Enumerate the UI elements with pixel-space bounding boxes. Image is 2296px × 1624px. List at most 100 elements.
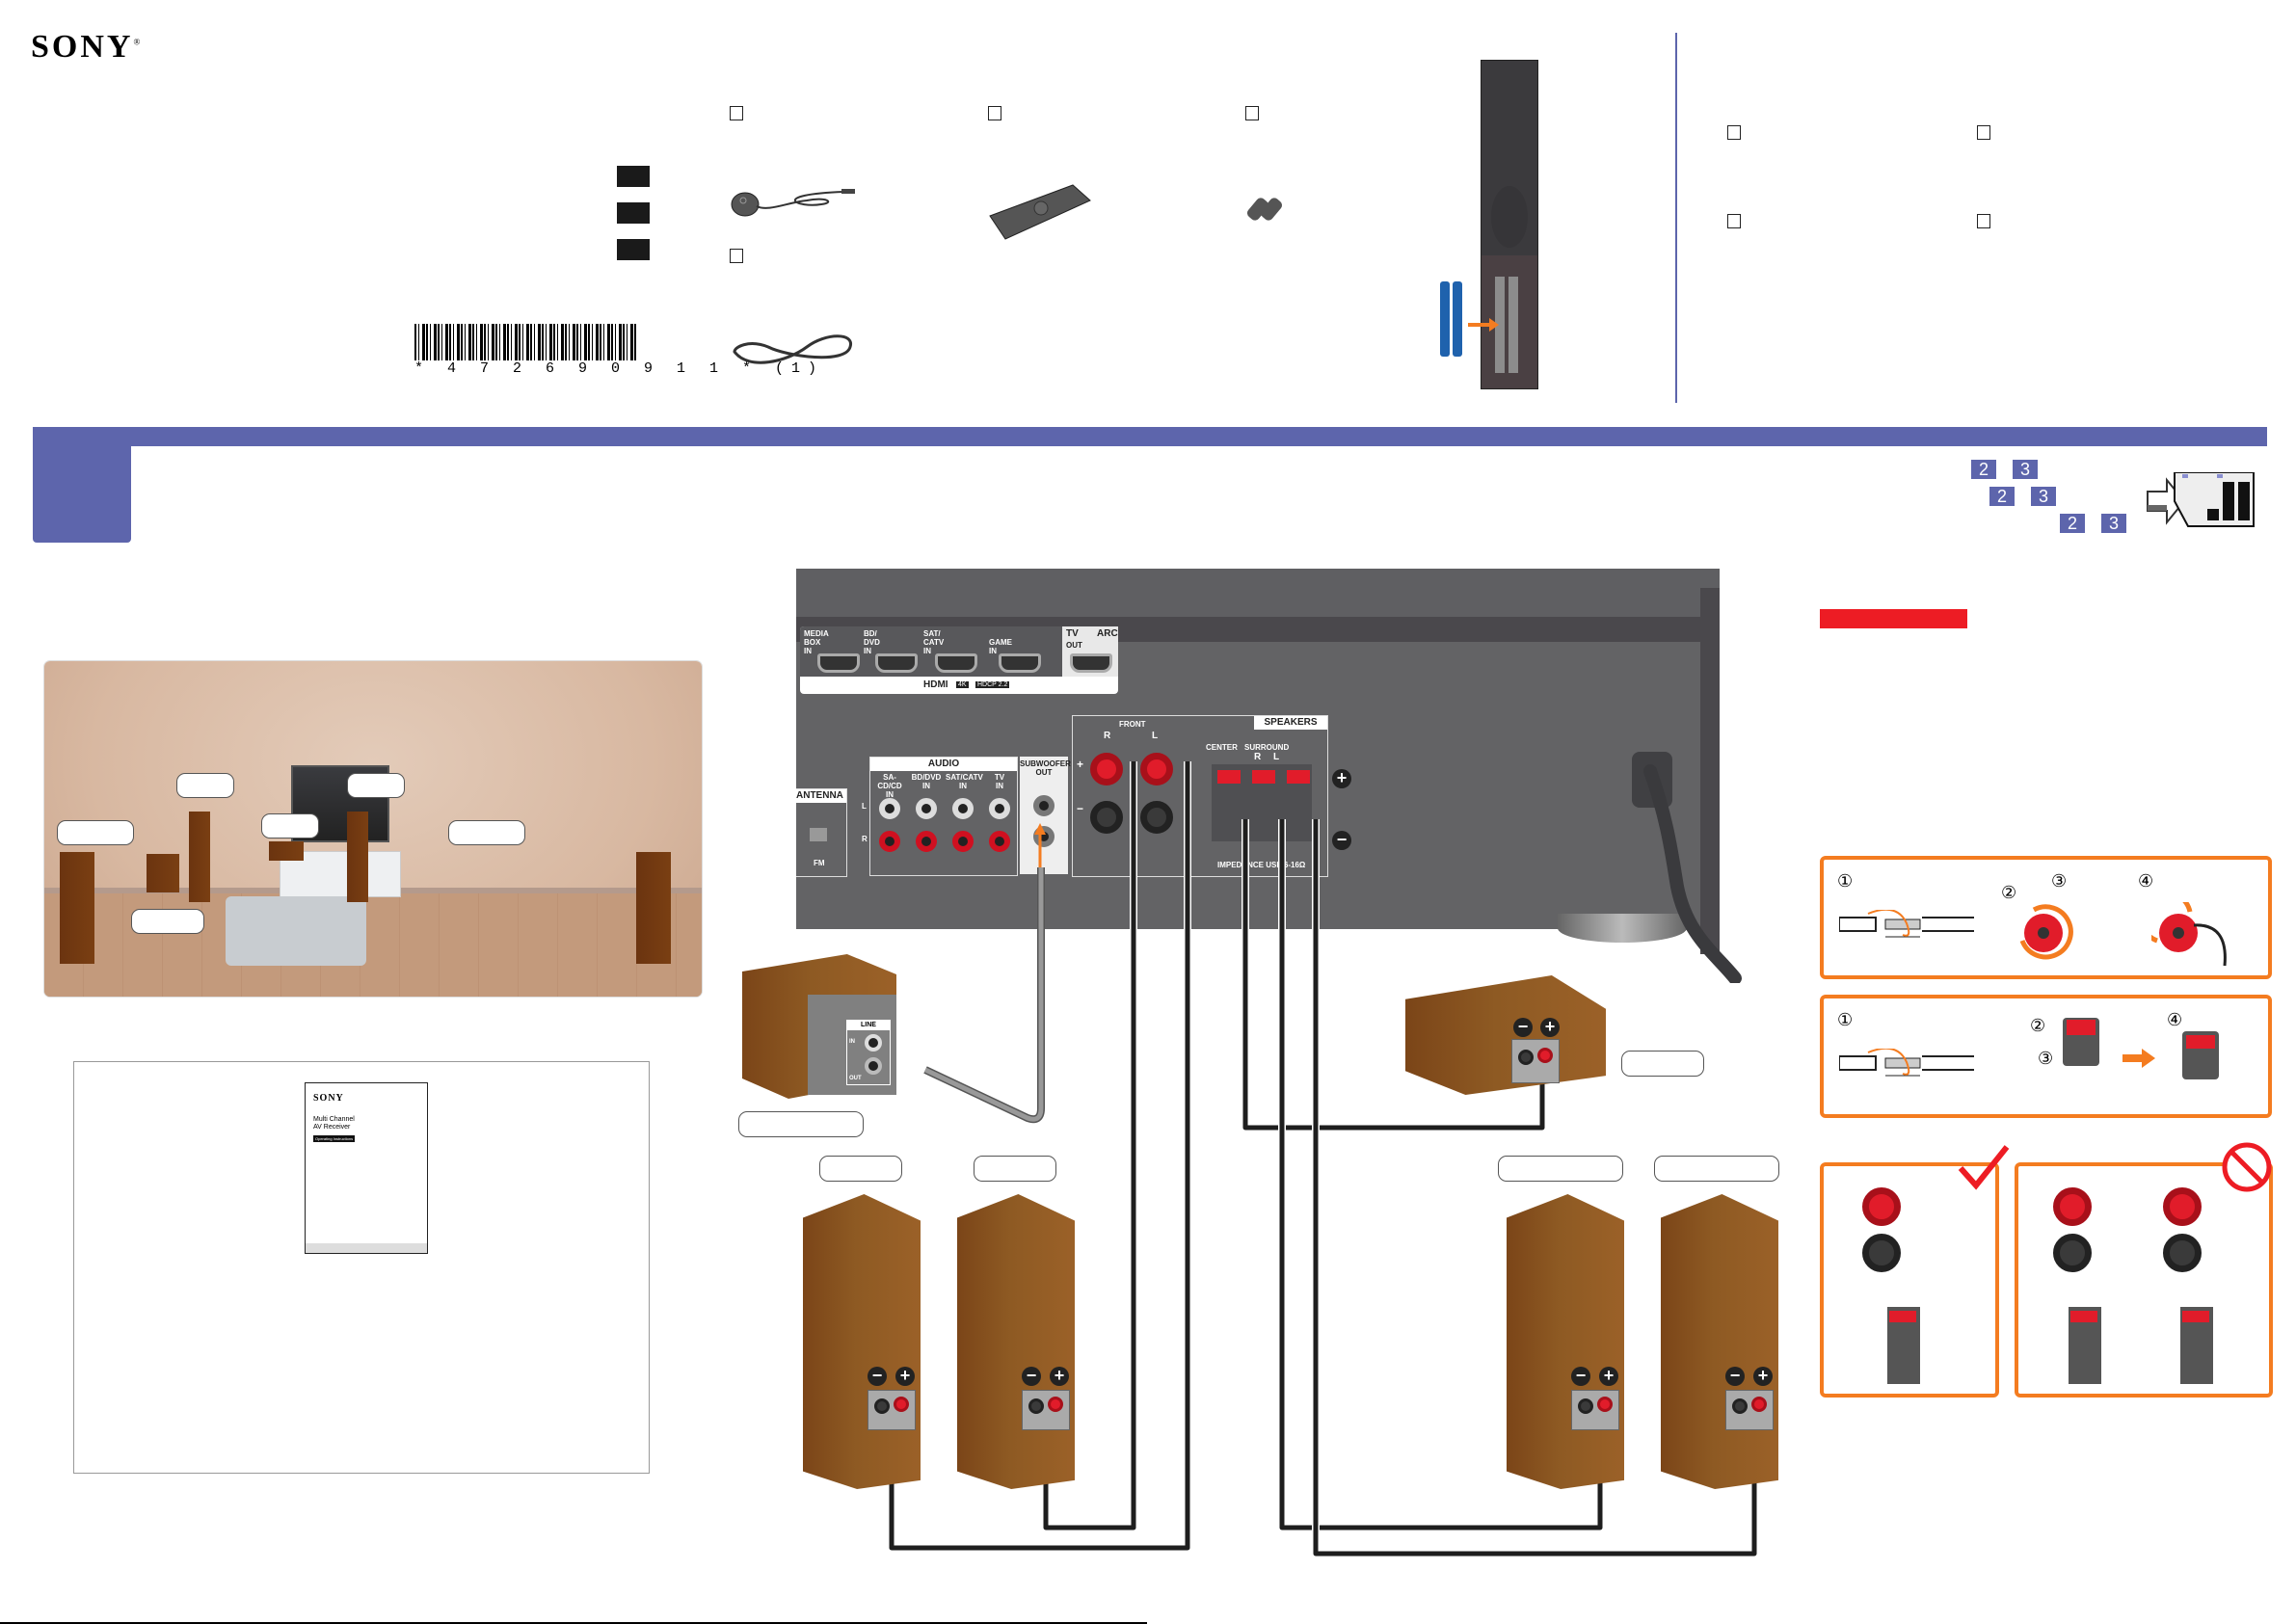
hdmi-port-tv-out[interactable] [1070, 653, 1112, 673]
rca-bddvd-r[interactable] [916, 831, 937, 852]
aaa-battery [1440, 281, 1450, 357]
fm-antenna-wire-icon [730, 328, 865, 376]
binding-post-red [1862, 1187, 1901, 1226]
correct-wiring-box [1820, 1162, 1999, 1398]
next-arrow-icon [2122, 1049, 2157, 1073]
rca-sacd-l[interactable] [879, 798, 900, 819]
hdmi-port-media-box[interactable] [817, 653, 860, 673]
front-left-speaker [189, 812, 210, 902]
line-in-jack[interactable] [865, 1034, 882, 1052]
binding-post-red [2163, 1187, 2202, 1226]
checklist-checkbox-1[interactable] [1727, 125, 1741, 140]
subwoofer-out-jack-2[interactable] [1033, 826, 1055, 847]
speaker-minus-icon: − [868, 1367, 887, 1386]
hdmi-port-sat-catv[interactable] [935, 653, 977, 673]
subwoofer-label [738, 1111, 864, 1137]
barcode-digits: * 4 7 2 6 9 0 9 1 1 * [414, 360, 760, 377]
front-l-plus-terminal[interactable] [1140, 753, 1173, 785]
accessory-checkbox-mic[interactable] [730, 106, 743, 120]
rca-sacd-r[interactable] [879, 831, 900, 852]
line-out-label: OUT [849, 1076, 862, 1081]
hdmi-tv-label: TV [1066, 628, 1079, 639]
page-ref-2[interactable]: 2 [2060, 514, 2085, 533]
front-l-label: L [1152, 731, 1159, 741]
rca-bddvd-l[interactable] [916, 798, 937, 819]
label-surround-left [57, 820, 134, 845]
rca-tv-l[interactable] [989, 798, 1010, 819]
antenna-section: ANTENNA FM [796, 788, 847, 877]
binding-post-black [2163, 1234, 2202, 1272]
rca-tv-r[interactable] [989, 831, 1010, 852]
vertical-divider [1675, 33, 1677, 403]
spring-terminal [1887, 1307, 1920, 1384]
accessory-checkbox-antenna[interactable] [730, 249, 743, 263]
page-ref-3[interactable]: 3 [2101, 514, 2126, 533]
front-r-label: R [1104, 731, 1111, 741]
subwoofer-out-jack[interactable] [1033, 795, 1055, 816]
label-subwoofer [131, 909, 204, 934]
turn-page-icon [2146, 471, 2257, 535]
surround-r-clip[interactable] [1252, 770, 1275, 784]
center-speaker-label [1621, 1051, 1704, 1077]
battery-slot [1508, 277, 1518, 373]
rca-satcatv-r[interactable] [952, 831, 974, 852]
manual-title-line2: AV Receiver [313, 1124, 351, 1131]
speaker-terminal-plate [1571, 1390, 1619, 1430]
line-out-jack[interactable] [865, 1057, 882, 1075]
spring-terminal [2180, 1307, 2213, 1384]
front-r-minus-terminal[interactable] [1090, 801, 1123, 834]
page-ref-3[interactable]: 3 [2031, 487, 2056, 506]
page-ref-2[interactable]: 2 [1989, 487, 2015, 506]
surround-r-label: R [1254, 752, 1262, 762]
front-plus-label: + [1077, 758, 1084, 771]
front-r-plus-terminal[interactable] [1090, 753, 1123, 785]
front-label: FRONT [1119, 720, 1146, 729]
label-surround-right [448, 820, 525, 845]
label-front-right [347, 773, 405, 798]
step-2: ② [2001, 883, 2017, 902]
rca-satcatv-l[interactable] [952, 798, 974, 819]
fm-antenna-jack[interactable] [810, 828, 827, 841]
surround-l-label: L [1273, 752, 1280, 762]
remote-control-icon [988, 183, 1094, 251]
page-ref-2[interactable]: 2 [1971, 460, 1996, 479]
step-1: ① [1837, 1010, 1854, 1029]
hdmi-out-label: OUT [1066, 641, 1082, 650]
speaker-terminal-plate [868, 1390, 916, 1430]
wiring-steps-spring-clip: ① ② ③ ④ [1820, 995, 2272, 1118]
front-l-speaker [957, 1194, 1075, 1489]
aaa-battery [1453, 281, 1462, 357]
checklist-checkbox-2[interactable] [1977, 125, 1990, 140]
checklist-checkbox-3[interactable] [1727, 214, 1741, 228]
footer-rule [0, 1622, 1147, 1624]
hdmi-port-bd-dvd[interactable] [875, 653, 918, 673]
insert-arrow-icon [1468, 318, 1501, 336]
speaker-terminal-plate [1022, 1390, 1070, 1430]
speakers-section: SPEAKERS FRONT R L + − CENTER SURROUND R… [1072, 715, 1328, 877]
spring-clip-closed-icon [2182, 1031, 2219, 1079]
manual-footer [306, 1243, 427, 1253]
hdmi-arc-label: ARC [1097, 628, 1118, 639]
hdmi-port-game[interactable] [999, 653, 1041, 673]
front-right-speaker [347, 812, 368, 902]
binding-post-tightened-icon [2138, 890, 2238, 974]
accessory-checkbox-remote[interactable] [988, 106, 1001, 120]
front-r-speaker [803, 1194, 921, 1489]
spring-terminal [2069, 1307, 2101, 1384]
language-tab-3 [617, 239, 650, 260]
page-ref-3[interactable]: 3 [2013, 460, 2038, 479]
surround-l-clip[interactable] [1287, 770, 1310, 784]
center-clip[interactable] [1217, 770, 1241, 784]
checklist-checkbox-4[interactable] [1977, 214, 1990, 228]
floor [44, 888, 702, 997]
speaker-plus-icon: + [895, 1367, 915, 1386]
accessory-checkbox-batteries[interactable] [1245, 106, 1259, 120]
subwoofer-panel: LINE IN OUT [808, 995, 896, 1095]
front-l-minus-terminal[interactable] [1140, 801, 1173, 834]
speaker-minus-icon: − [1022, 1367, 1041, 1386]
center-speaker [1405, 975, 1606, 1095]
